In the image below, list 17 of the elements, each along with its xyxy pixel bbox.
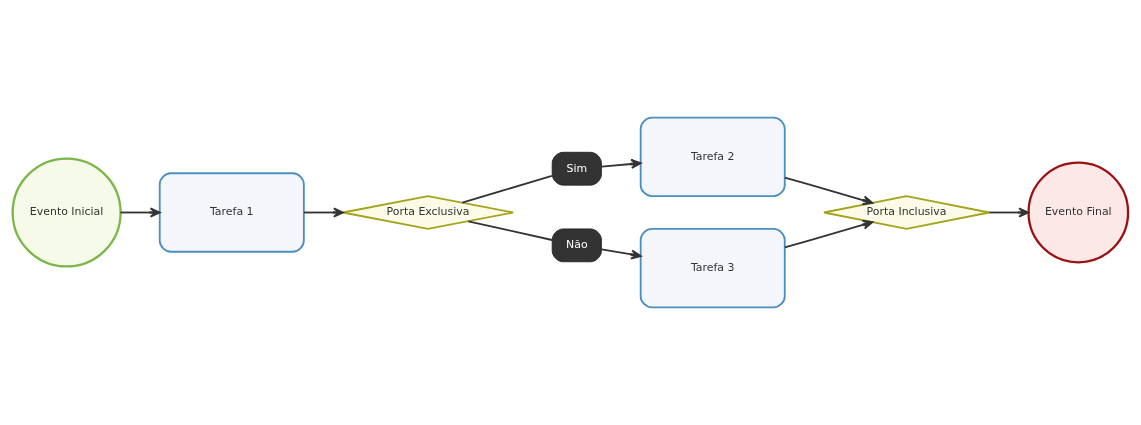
node-box: Tarefa 3 [639, 228, 786, 309]
node-circle: Evento Final [1027, 161, 1130, 264]
node-diamond: Porta Exclusiva [342, 195, 514, 230]
arrow [600, 158, 642, 169]
node-box: Tarefa 1 [158, 172, 305, 253]
connector [461, 175, 553, 204]
arrow [988, 207, 1030, 218]
arrow [600, 248, 642, 260]
node-circle: Evento Inicial [11, 157, 122, 268]
arrow [303, 207, 344, 218]
arrow [783, 219, 874, 249]
arrow [783, 176, 874, 206]
node-box: Sim [551, 151, 602, 186]
node-box: Tarefa 2 [639, 116, 786, 197]
arrow [119, 207, 161, 218]
connector [467, 220, 553, 241]
node-box: Não [551, 228, 602, 263]
